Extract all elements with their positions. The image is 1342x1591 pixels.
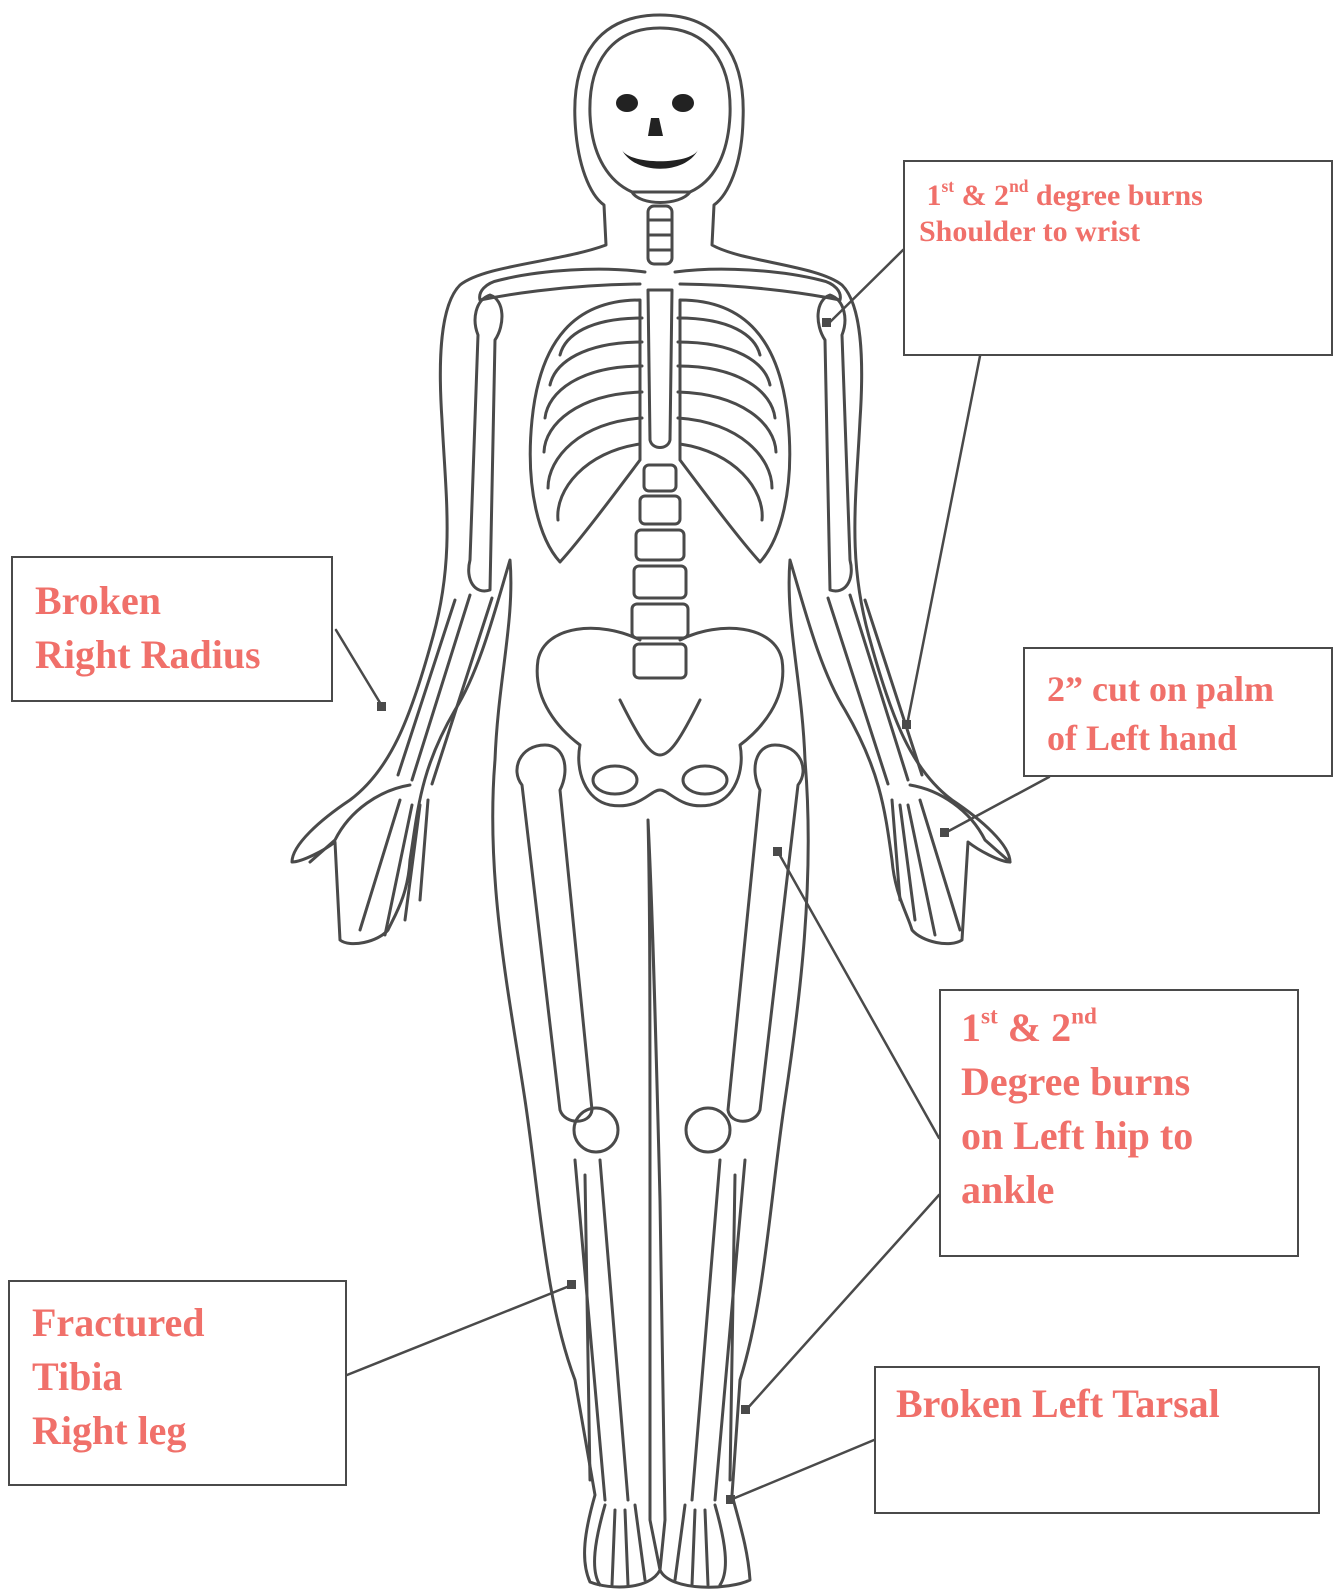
burns-leg-line2: Degree burns [961,1055,1297,1109]
tibia-line3: Right leg [32,1404,345,1458]
pelvis [537,628,783,806]
femur-right [517,745,592,1121]
radius-ulna-left [828,595,922,784]
radius-line1: Broken [35,574,331,628]
lumbar-spine [632,465,688,678]
burns-arm-line1: 1st & 2nd degree burns [919,178,1331,214]
humerus-right [469,295,502,591]
radius-line2: Right Radius [35,628,331,682]
patella-right [574,1108,618,1152]
jaw [632,192,690,203]
radius-ulna-right [398,595,492,784]
tibia-line2: Tibia [32,1350,345,1404]
palm-line2: of Left hand [1047,714,1331,763]
sternum [648,290,672,448]
label-palm-cut: 2” cut on palm of Left hand [1023,647,1333,777]
label-broken-tarsal: Broken Left Tarsal [874,1366,1320,1514]
rib-cage [530,300,640,562]
label-fractured-tibia: Fractured Tibia Right leg [8,1280,347,1486]
foot-right [595,1505,645,1585]
burns-leg-line3: on Left hip to [961,1109,1297,1163]
tibia-left [692,1160,745,1500]
tibia-line1: Fractured [32,1296,345,1350]
label-broken-radius: Broken Right Radius [11,556,333,702]
patella-left [686,1108,730,1152]
burns-leg-line1: 1st & 2nd [961,1001,1297,1055]
femur-left [728,745,803,1121]
tibia-right [575,1160,628,1500]
label-burns-arm: 1st & 2nd degree burns Shoulder to wrist [903,160,1333,356]
tarsal-line1: Broken Left Tarsal [896,1380,1318,1428]
palm-line1: 2” cut on palm [1047,665,1331,714]
foot-left [675,1505,725,1585]
clavicle-right [480,269,645,300]
label-burns-leg: 1st & 2nd Degree burns on Left hip to an… [939,989,1299,1257]
face [616,94,698,169]
humerus-left [818,295,851,591]
burns-arm-line2: Shoulder to wrist [919,214,1331,250]
burns-leg-line4: ankle [961,1163,1297,1217]
